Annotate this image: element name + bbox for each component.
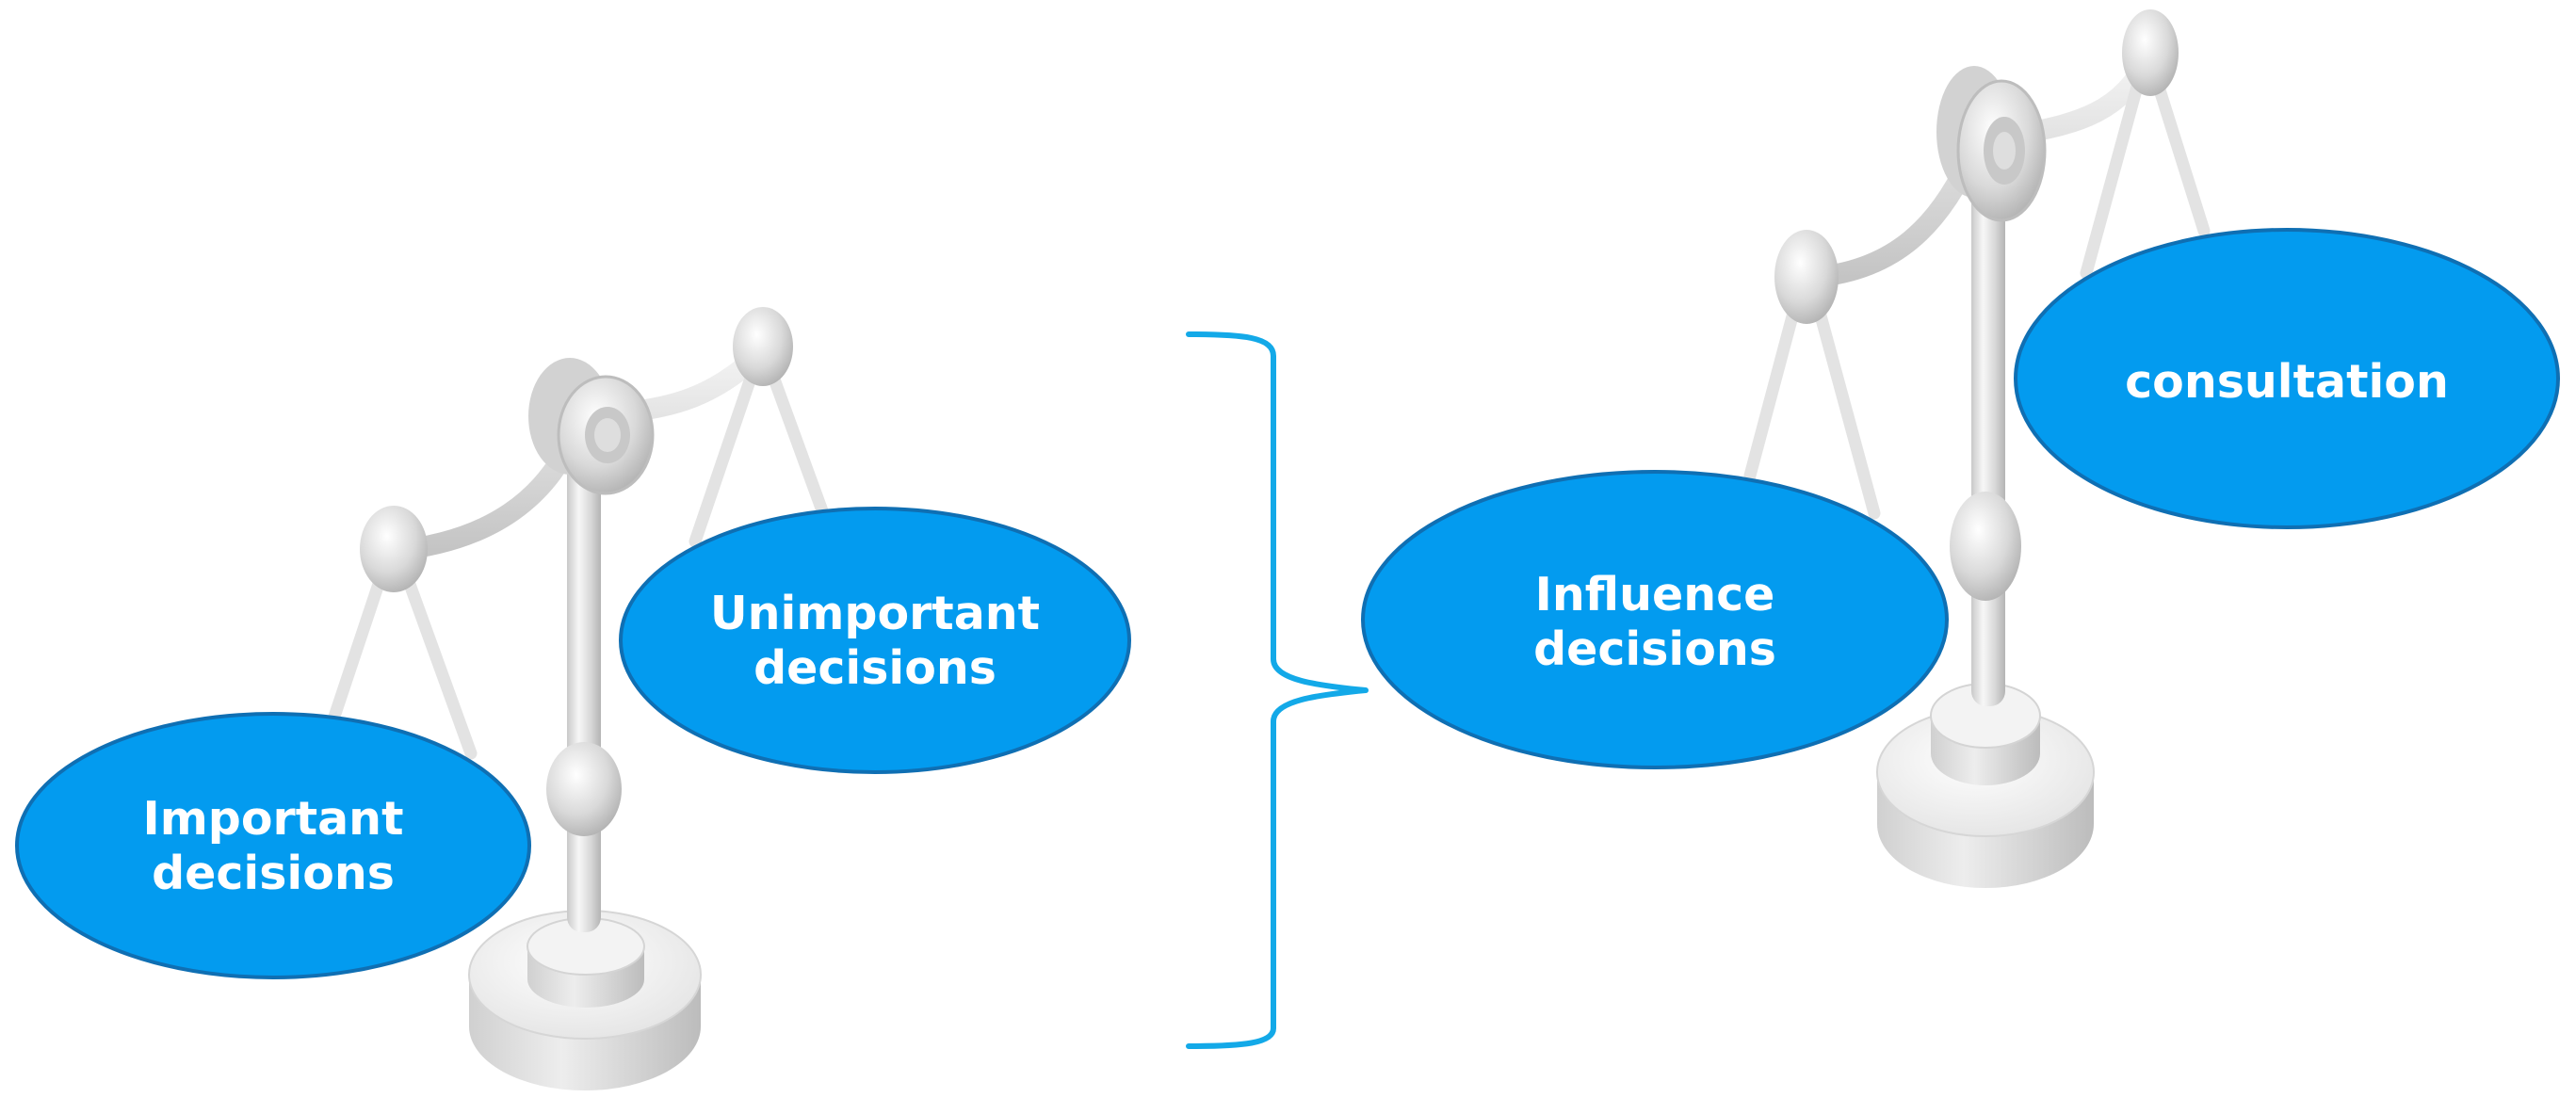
influence-decisions-label-line1: Influence (1535, 568, 1775, 622)
influence-decisions-ellipse: Influence decisions (1361, 470, 1949, 769)
left-scale-right-knob (733, 307, 793, 386)
right-scale-collar (1950, 492, 2021, 601)
unimportant-decisions-label-line1: Unimportant (710, 587, 1040, 640)
grouping-brace (1186, 331, 1369, 1049)
left-scale-collar (546, 742, 622, 836)
unimportant-decisions-ellipse: Unimportant decisions (619, 507, 1131, 774)
important-decisions-ellipse: Important decisions (15, 712, 531, 979)
important-decisions-label-line2: decisions (152, 847, 395, 900)
right-scale-pole (1971, 141, 2005, 706)
right-scale-base (1876, 683, 2095, 888)
right-scale (1743, 9, 2211, 888)
left-scale (325, 307, 831, 1090)
left-scale-base (468, 910, 702, 1090)
important-decisions-label-line1: Important (143, 792, 404, 846)
left-scale-pole (567, 443, 601, 932)
consultation-label: consultation (2125, 355, 2449, 409)
unimportant-decisions-label-line2: decisions (753, 641, 996, 695)
right-scale-left-knob (1774, 230, 1839, 324)
influence-decisions-label-line2: decisions (1533, 622, 1776, 676)
left-scale-pivot (528, 358, 655, 495)
right-scale-pivot (1936, 66, 2047, 222)
right-scale-right-knob (2122, 9, 2179, 96)
left-scale-left-knob (360, 506, 428, 592)
consultation-ellipse: consultation (2014, 228, 2560, 529)
